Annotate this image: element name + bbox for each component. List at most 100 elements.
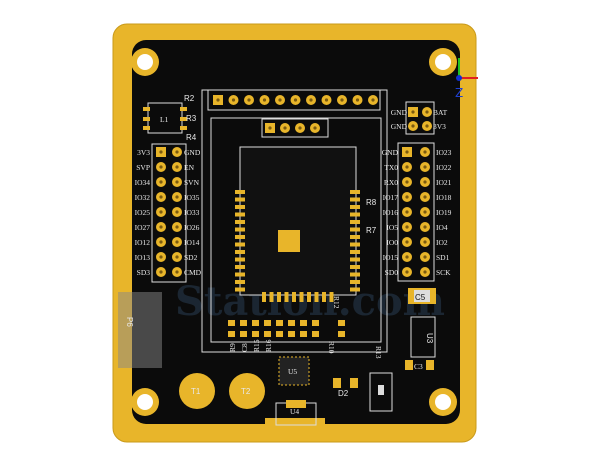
module-pad [350, 265, 360, 269]
pin-drill [405, 225, 409, 229]
pin-drill [175, 255, 179, 259]
module-pad [235, 250, 245, 254]
c5-label: C5 [415, 293, 426, 302]
r3-label: R3 [186, 114, 197, 123]
right-header-label: SD1 [436, 253, 450, 262]
axis-z-label: Z [455, 86, 463, 100]
right-header-label: IO18 [436, 193, 452, 202]
right-header-label: SD0 [385, 268, 399, 277]
left-header-label: IO33 [184, 208, 200, 217]
left-header-label: IO25 [135, 208, 151, 217]
pin-drill [405, 270, 409, 274]
module-pad [235, 190, 245, 194]
left-header-label: IO35 [184, 193, 200, 202]
pin-drill [405, 165, 409, 169]
c3-label: C3 [414, 362, 423, 371]
left-header-label: IO13 [135, 253, 151, 262]
smd-pad [276, 331, 283, 337]
pin-drill [423, 225, 427, 229]
r7-label: R7 [366, 226, 377, 235]
left-header-label: SVN [184, 178, 200, 187]
smd-pad [288, 320, 295, 326]
pin-drill [247, 98, 251, 102]
mounting-hole-drill [435, 54, 451, 70]
right-header-label: IO21 [436, 178, 452, 187]
u5-label: U5 [288, 367, 297, 376]
module-pad [269, 292, 274, 302]
pin-drill [405, 210, 409, 214]
module-pad [307, 292, 311, 302]
r9-label: R9 [228, 343, 237, 352]
power-header-label: GND [391, 122, 408, 131]
left-header-label: IO26 [184, 223, 200, 232]
module-pad [235, 242, 245, 247]
left-header-label: SVP [136, 163, 150, 172]
left-header-label: CMD [184, 268, 202, 277]
pin-drill [405, 150, 409, 154]
smd-pad [300, 320, 307, 326]
right-header-outline [397, 142, 435, 282]
axis-gizmo: Z [455, 58, 478, 100]
r2-label: R2 [184, 94, 195, 103]
pin-drill [423, 195, 427, 199]
pin-drill [298, 126, 302, 130]
smd-pad [288, 331, 295, 337]
module-pad [235, 205, 245, 209]
module-pad [262, 292, 266, 302]
module-pad [350, 227, 360, 232]
mounting-hole-drill [137, 54, 153, 70]
smd-pad [252, 331, 259, 337]
right-header-label: IO4 [436, 223, 448, 232]
smd-pad [276, 320, 283, 326]
pin-drill [159, 240, 163, 244]
pin-drill [175, 165, 179, 169]
u3-outline [410, 316, 436, 358]
right-header-label: IO23 [436, 148, 452, 157]
module-pad [235, 212, 245, 217]
smd-pad [300, 331, 307, 337]
pin-drill [324, 98, 329, 102]
r16-label: R16 [264, 339, 273, 352]
t2-label: T2 [241, 387, 251, 396]
pin-drill [175, 225, 179, 229]
left-header-label: IO27 [135, 223, 151, 232]
pin-drill [371, 98, 375, 102]
module-pad [284, 292, 289, 302]
pin-drill [262, 98, 267, 102]
power-header-label: GND [391, 108, 408, 117]
module-pad [235, 287, 245, 292]
diode-outline [369, 372, 393, 412]
smd-pad [312, 331, 319, 337]
d2-label: D2 [338, 389, 349, 398]
left-header-label: EN [184, 163, 195, 172]
esp32-thermal-pad [278, 230, 300, 252]
smd-pad [228, 320, 235, 326]
pin-drill [175, 210, 179, 214]
left-header-outline [151, 143, 187, 283]
module-pad [350, 220, 360, 224]
smd-pad [264, 331, 271, 337]
smd-pad [338, 320, 345, 326]
r13-label: R13 [374, 346, 383, 359]
pin-drill [175, 240, 179, 244]
module-pad [350, 205, 360, 209]
small-header-outline [261, 118, 329, 138]
pin-drill [423, 255, 427, 259]
left-header-label: IO14 [184, 238, 200, 247]
module-inner-outline [210, 117, 382, 343]
right-header-label: TX0 [384, 163, 398, 172]
module-pad [350, 197, 360, 202]
right-header-label: IO2 [436, 238, 448, 247]
pin-drill [425, 110, 429, 114]
pin-drill [411, 124, 415, 128]
mounting-hole-drill [137, 394, 153, 410]
power-header-outline [405, 101, 435, 135]
smd-pad [312, 320, 319, 326]
module-pad [350, 212, 360, 217]
module-pad [235, 265, 245, 269]
module-pad [235, 235, 245, 239]
smd-pad [252, 320, 259, 326]
pin-drill [278, 98, 282, 102]
pin-drill [405, 240, 409, 244]
